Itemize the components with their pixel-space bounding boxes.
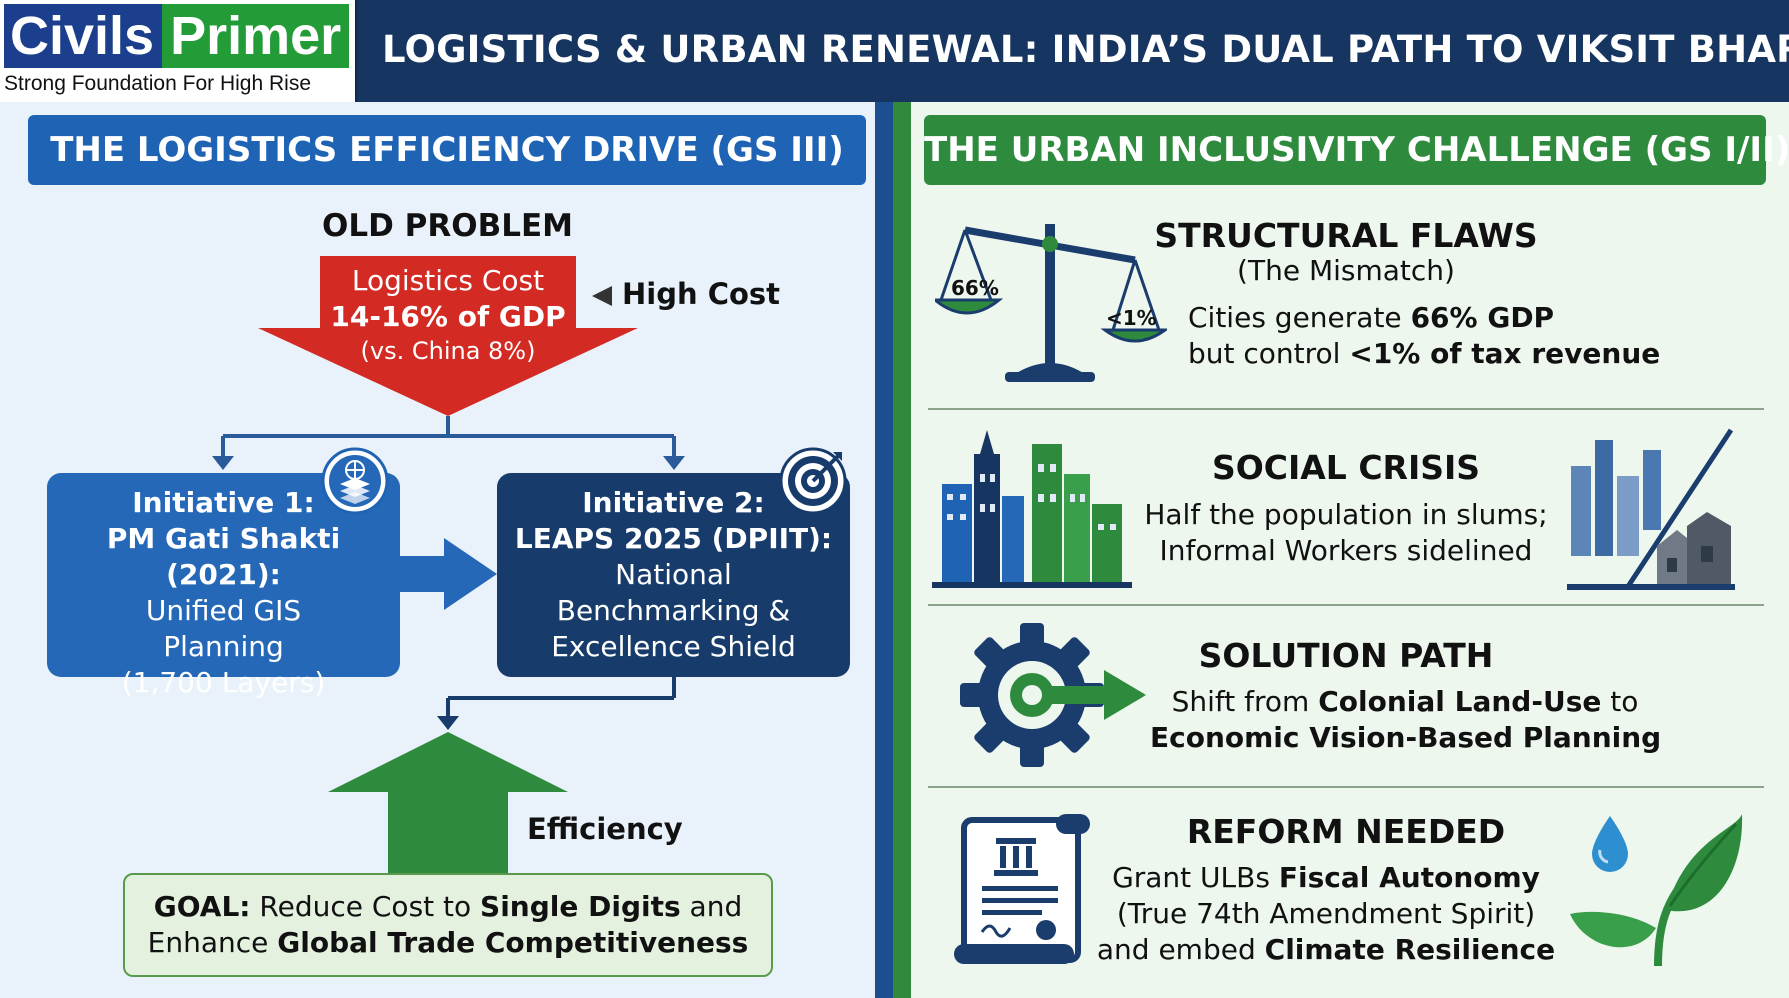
section-separator bbox=[928, 786, 1764, 788]
goal-label: GOAL: bbox=[153, 890, 251, 923]
reform-line-1: Grant ULBs Fiscal Autonomy bbox=[1096, 860, 1556, 896]
reform-text-3: and embed bbox=[1096, 933, 1265, 966]
initiative-1-desc-3: (1,700 Layers) bbox=[121, 666, 326, 699]
layers-globe-icon bbox=[321, 447, 389, 515]
structural-bold-2: <1% of tax revenue bbox=[1349, 337, 1661, 370]
scale-right-label: <1% bbox=[1106, 306, 1157, 330]
goal-bold-2: Global Trade Competitiveness bbox=[277, 926, 749, 959]
solution-line-2: Economic Vision-Based Planning bbox=[1150, 721, 1662, 754]
social-line-1: Half the population in slums; bbox=[1144, 498, 1548, 531]
cost-line-3: (vs. China 8%) bbox=[360, 337, 536, 365]
initiative-2-desc-3: Excellence Shield bbox=[551, 630, 796, 663]
initiative-1-desc-2: Planning bbox=[163, 630, 284, 663]
initiative-2-card: Initiative 2: LEAPS 2025 (DPIIT): Nation… bbox=[497, 473, 850, 677]
cost-line-2: 14-16% of GDP bbox=[330, 300, 566, 333]
goal-bold-1: Single Digits bbox=[480, 890, 681, 923]
balance-scale-icon bbox=[935, 224, 1167, 382]
section-separator bbox=[928, 604, 1764, 606]
logistics-banner: THE LOGISTICS EFFICIENCY DRIVE (GS III) bbox=[28, 115, 866, 185]
cost-callout: Logistics Cost 14-16% of GDP (vs. China … bbox=[300, 263, 596, 367]
high-cost-label: High Cost bbox=[622, 277, 781, 311]
scroll-document-icon bbox=[954, 814, 1090, 964]
scale-left-label: 66% bbox=[951, 276, 999, 300]
plant-water-icon bbox=[1570, 814, 1743, 967]
section-separator bbox=[928, 408, 1764, 410]
structural-line-1: Cities generate 66% GDP bbox=[1188, 300, 1554, 336]
city-skyline-icon bbox=[932, 430, 1132, 588]
initiative-1-title: Initiative 1: bbox=[132, 486, 315, 519]
logo-tagline: Strong Foundation For High Rise bbox=[4, 72, 311, 95]
solution-bold-1: Colonial Land-Use bbox=[1318, 685, 1602, 718]
reform-title: REFORM NEEDED bbox=[1186, 812, 1506, 851]
structural-line-2: but control <1% of tax revenue bbox=[1188, 336, 1660, 372]
structural-text-1: Cities generate bbox=[1188, 301, 1411, 334]
initiative-2-desc-2: Benchmarking & bbox=[556, 594, 791, 627]
reform-text-1: Grant ULBs bbox=[1112, 861, 1279, 894]
solution-title: SOLUTION PATH bbox=[1198, 636, 1494, 675]
structural-title: STRUCTURAL FLAWS bbox=[1154, 216, 1538, 255]
cost-line-1: Logistics Cost bbox=[351, 264, 545, 297]
urban-banner: THE URBAN INCLUSIVITY CHALLENGE (GS I/II… bbox=[924, 115, 1789, 185]
social-line-2: Informal Workers sidelined bbox=[1159, 534, 1533, 567]
pointer-left-icon bbox=[592, 286, 612, 306]
solution-line-1: Shift from Colonial Land-Use to bbox=[1150, 684, 1660, 720]
solution-text-2: to bbox=[1601, 685, 1639, 718]
initiative-1-name: PM Gati Shakti (2021): bbox=[106, 522, 341, 591]
goal-box: GOAL: Reduce Cost to Single Digits and E… bbox=[123, 873, 773, 977]
goal-text-1: Reduce Cost to bbox=[250, 890, 481, 923]
reform-line-3: and embed Climate Resilience bbox=[1096, 932, 1556, 968]
solution-text-1: Shift from bbox=[1171, 685, 1319, 718]
logo-civils: Civils bbox=[4, 4, 163, 68]
old-problem-heading: OLD PROBLEM bbox=[322, 208, 573, 244]
logo: Civils Primer Strong Foundation For High… bbox=[0, 0, 357, 102]
reform-line-2: (True 74th Amendment Spirit) bbox=[1116, 897, 1536, 930]
panel-divider bbox=[875, 102, 911, 998]
logo-primer: Primer bbox=[162, 4, 350, 68]
structural-subtitle: (The Mismatch) bbox=[1237, 254, 1455, 287]
reform-bold-3: Climate Resilience bbox=[1264, 933, 1556, 966]
gear-arrow-icon bbox=[960, 623, 1146, 767]
header-bar: Civils Primer Strong Foundation For High… bbox=[0, 0, 1789, 102]
target-icon bbox=[779, 447, 847, 515]
reform-bold-1: Fiscal Autonomy bbox=[1278, 861, 1540, 894]
initiative-2-title: Initiative 2: bbox=[582, 486, 765, 519]
slum-contrast-icon bbox=[1567, 428, 1735, 590]
down-arrow-icon bbox=[258, 256, 638, 416]
initiative-1-desc-1: Unified GIS bbox=[145, 594, 302, 627]
connector-lines bbox=[212, 416, 685, 875]
social-title: SOCIAL CRISIS bbox=[1211, 448, 1481, 487]
structural-bold-1: 66% GDP bbox=[1410, 301, 1555, 334]
page-title: LOGISTICS & URBAN RENEWAL: INDIA’S DUAL … bbox=[382, 28, 1789, 71]
goal-text-2: and bbox=[680, 890, 743, 923]
goal-text-3: Enhance bbox=[147, 926, 278, 959]
initiative-2-name: LEAPS 2025 (DPIIT): bbox=[514, 522, 833, 555]
efficiency-label: Efficiency bbox=[527, 812, 683, 846]
structural-text-2: but control bbox=[1188, 337, 1350, 370]
initiative-2-desc-1: National bbox=[615, 558, 732, 591]
